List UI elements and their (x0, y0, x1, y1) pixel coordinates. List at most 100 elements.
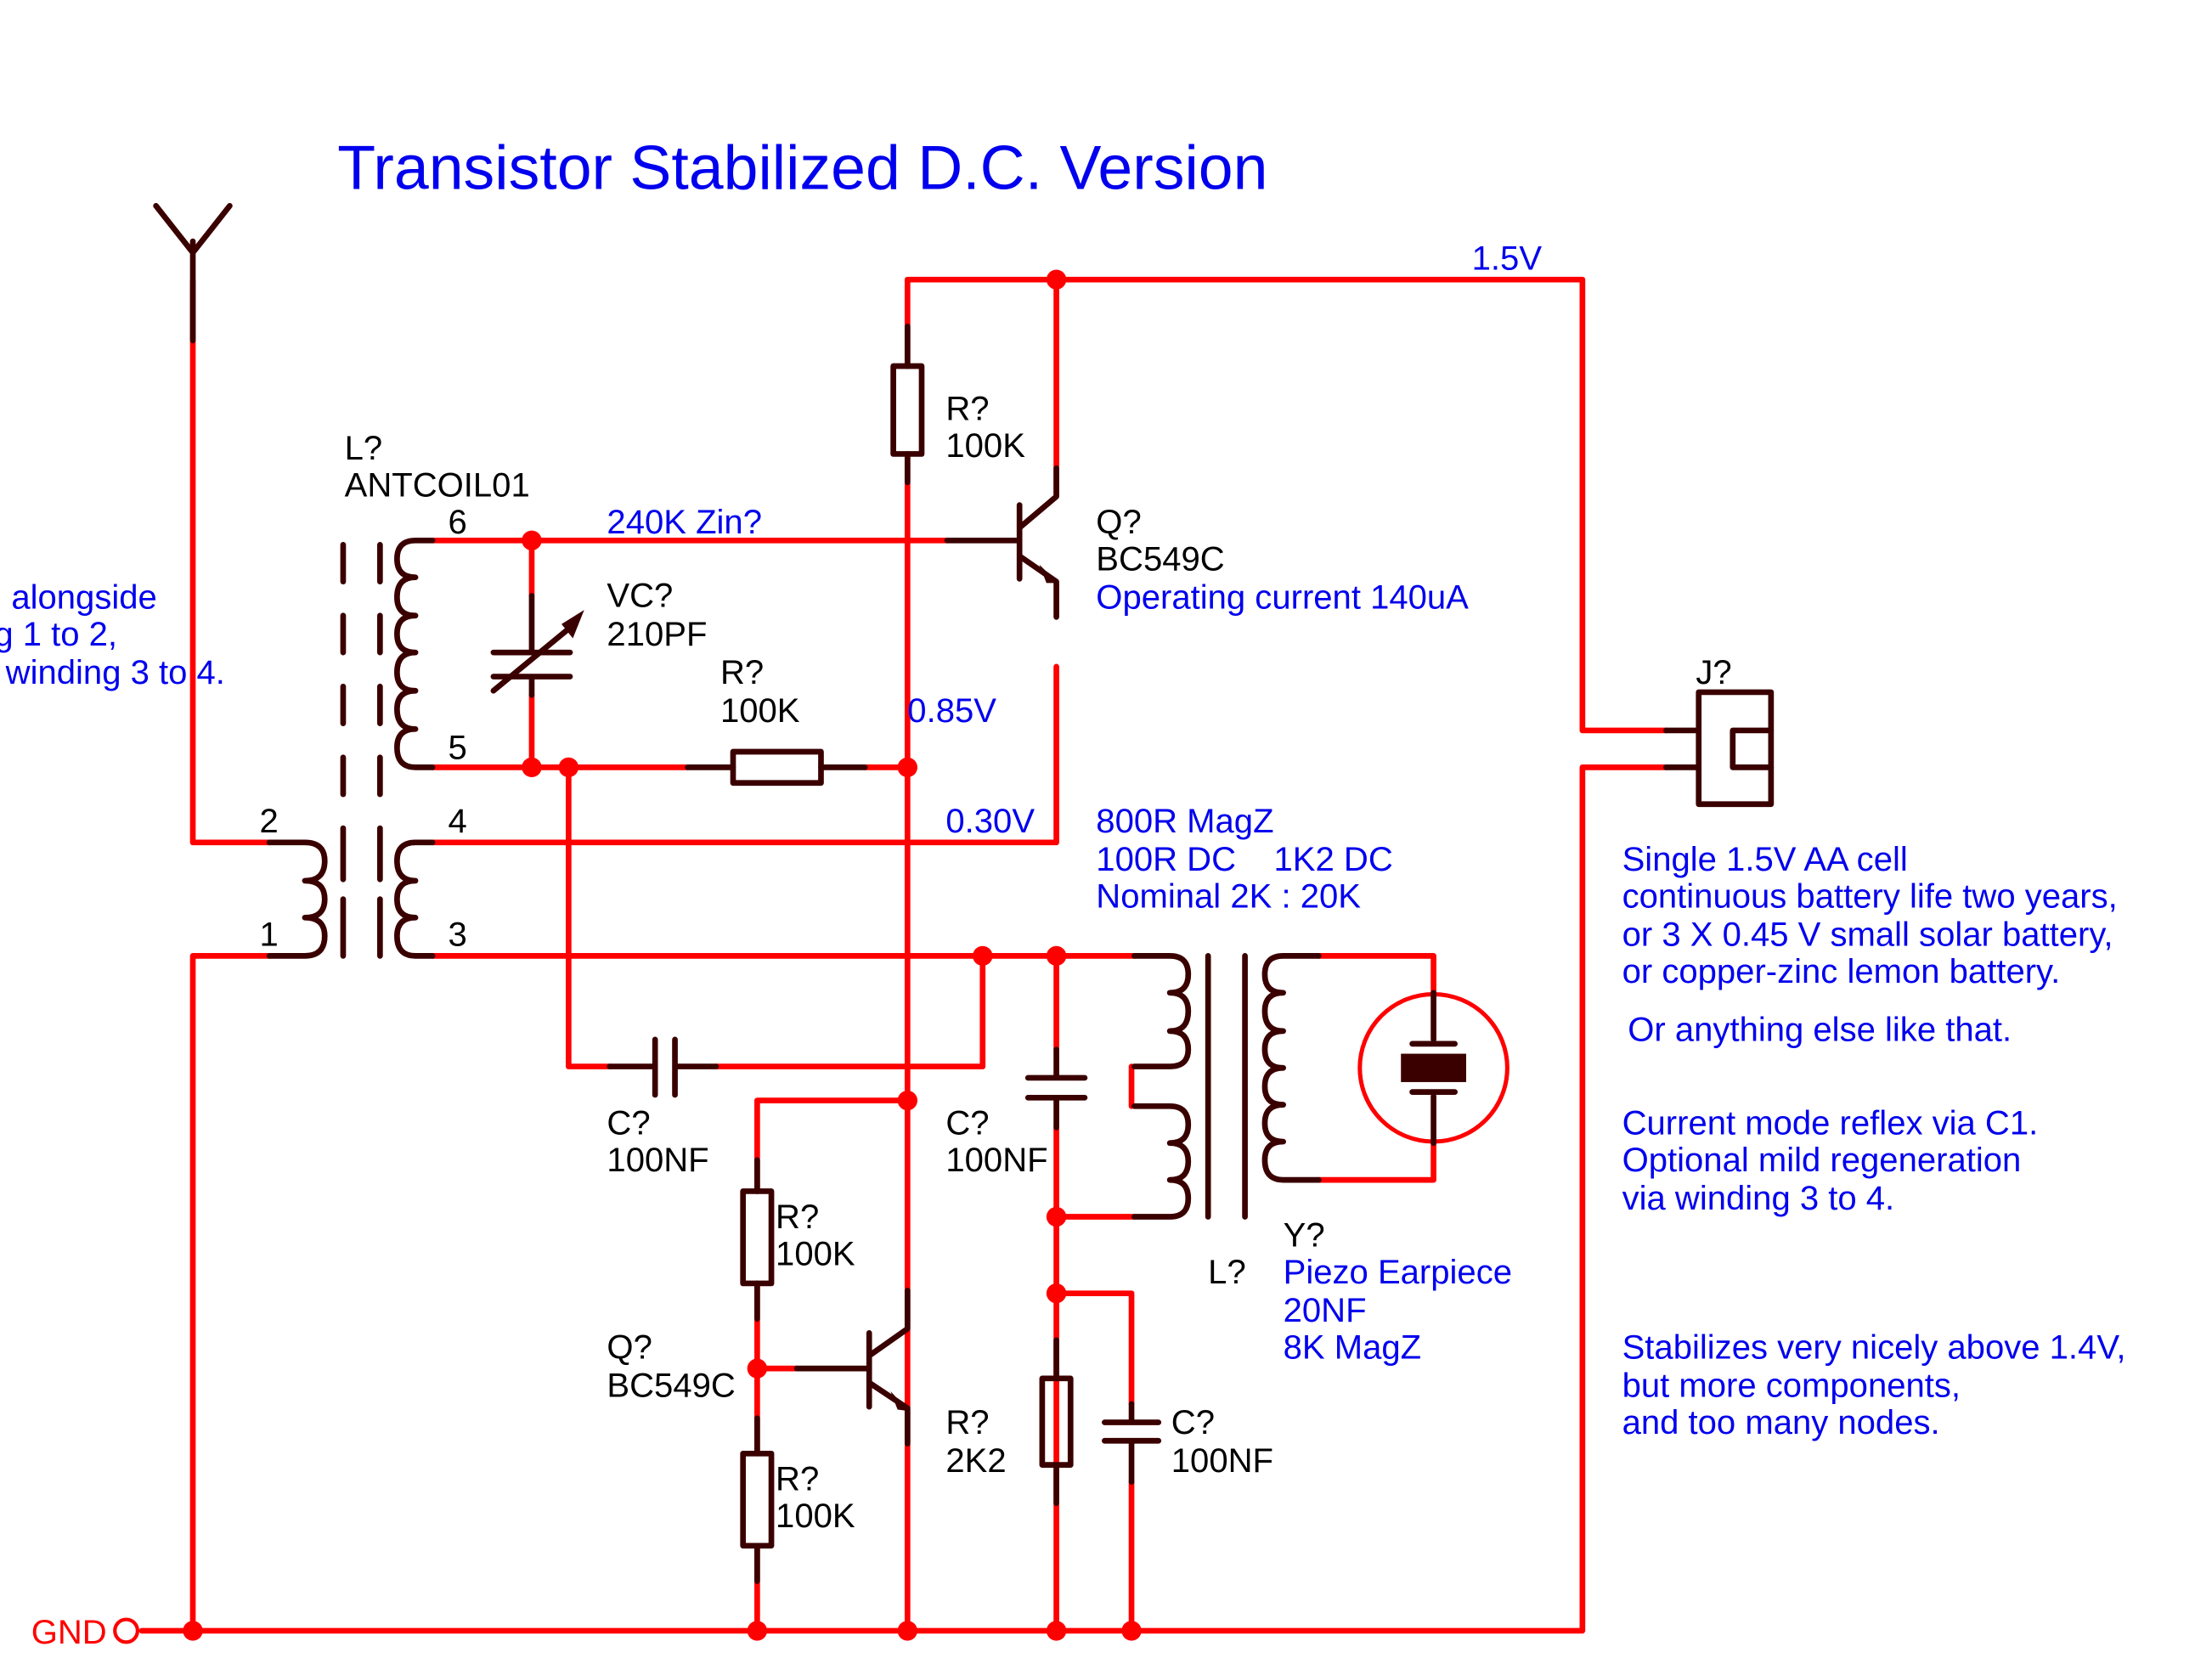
vc-value: 210PF (607, 616, 707, 653)
junction (558, 757, 579, 778)
battery-note: Single 1.5V AA cell continuous battery l… (1622, 841, 2118, 1048)
q-value: BC549C (607, 1368, 735, 1405)
wire-ground-rail (138, 764, 1669, 1634)
c-plates (1024, 1046, 1088, 1131)
left-note: alongside g 1 to 2, winding 3 to 4. (0, 578, 225, 691)
junction (897, 1090, 917, 1111)
pin-label: 4 (448, 803, 466, 840)
r-value: 100K (945, 427, 1025, 465)
wire-antenna-pin2 (189, 278, 273, 846)
vc-ref: VC? (607, 578, 673, 615)
r-ref: R? (945, 1404, 989, 1441)
q-value: BC549C (1096, 540, 1224, 578)
junction (897, 757, 917, 778)
junction (747, 1621, 768, 1641)
note-line: and too many nodes. (1622, 1404, 1940, 1441)
junction (973, 945, 993, 967)
winding-4-3 (394, 839, 436, 959)
jack-ref: J? (1696, 654, 1731, 691)
wire-creflex-right (713, 953, 986, 1069)
crystal-icon (1401, 1053, 1466, 1082)
r-ref: R? (776, 1198, 819, 1236)
crystal-leads (1409, 990, 1458, 1147)
c-value: 100NF (945, 1142, 1047, 1179)
resistor-bias-lower: R? 100K (740, 1415, 855, 1584)
r-body (740, 1188, 775, 1287)
coil-core (340, 541, 383, 959)
coil-value: ANTCOIL01 (345, 467, 530, 505)
transformer-ref: L? (1208, 1254, 1246, 1291)
variable-capacitor: VC? 210PF (490, 578, 707, 698)
piezo-earpiece: Y? Piezo Earpiece 20NF 8K MagZ (1284, 990, 1512, 1366)
junction (747, 1358, 768, 1379)
note-line: winding 3 to 4. (5, 654, 225, 691)
winding-2-1 (266, 839, 328, 959)
q-ref: Q? (607, 1328, 652, 1366)
r-body (740, 1450, 775, 1549)
wire-supply-rail (904, 276, 1669, 734)
q-body (944, 465, 1059, 620)
r-ref: R? (720, 654, 764, 691)
junction (1046, 269, 1067, 290)
junction (522, 530, 542, 550)
jack-contact-icon (1730, 727, 1775, 770)
net-label-085v: 0.85V (907, 692, 996, 730)
r-value: 2K2 (945, 1442, 1006, 1480)
r-value: 100K (776, 1235, 855, 1272)
note-line: 100R DC 1K2 DC (1096, 841, 1392, 878)
net-label-supply: 1.5V (1472, 240, 1543, 277)
note-line: Single 1.5V AA cell (1622, 841, 1908, 878)
jack-leads (1663, 727, 1702, 770)
q-note: Operating current 140uA (1096, 578, 1469, 616)
wire-cemit-top (1053, 1290, 1135, 1407)
r-body (890, 363, 925, 457)
stability-note: Stabilizes very nicely above 1.4V, but m… (1622, 1328, 2126, 1441)
wire-bias-top (754, 1097, 911, 1194)
ground-port: GND (31, 1614, 140, 1651)
note-line: via winding 3 to 4. (1622, 1180, 1895, 1217)
note-line: Optional mild regeneration (1622, 1142, 2022, 1179)
r-value: 100K (720, 692, 800, 730)
note-line: alongside (11, 578, 156, 616)
note-line: Or anything else like that. (1628, 1012, 2012, 1049)
junction (183, 1621, 203, 1641)
junction (897, 1621, 917, 1641)
net-label-030v: 0.30V (945, 803, 1035, 840)
emitter-arrow-icon (1039, 564, 1058, 584)
vc-arrow-shaft (490, 621, 578, 694)
audio-transformer: L? (1131, 953, 1322, 1291)
ground-label: GND (31, 1614, 107, 1651)
antenna-icon (153, 203, 233, 344)
note-line: continuous battery life two years, (1622, 878, 2118, 916)
capacitor-emitter: C? 100NF (1101, 1401, 1273, 1486)
note-line: Stabilizes very nicely above 1.4V, (1622, 1328, 2126, 1366)
c-value: 100NF (607, 1142, 708, 1179)
note-line: Current mode reflex via C1. (1622, 1105, 2039, 1142)
resistor-top: R? 100K (890, 323, 1025, 486)
note-line: Nominal 2K : 20K (1096, 878, 1361, 916)
winding-6-5 (394, 537, 436, 770)
jack-body (1696, 689, 1775, 808)
earpiece-impedance: 8K MagZ (1284, 1328, 1421, 1366)
r-body (730, 748, 824, 787)
r-ref: R? (776, 1461, 819, 1498)
junction (1046, 1206, 1067, 1227)
capacitor-reflex: C? 100NF (607, 1036, 719, 1179)
pin-label: 2 (259, 803, 278, 840)
pin-label: 5 (448, 729, 466, 766)
c-plates (1101, 1401, 1162, 1486)
primary-winding-upper (1131, 953, 1192, 1069)
transistor-top: Q? BC549C Operating current 140uA (944, 465, 1469, 620)
antenna-coil: L? ANTCOIL01 6 5 4 3 2 1 (259, 430, 530, 959)
junction (1121, 1621, 1142, 1641)
wire-ear-top (1316, 953, 1436, 996)
junction (1046, 1621, 1067, 1641)
primary-winding-lower (1131, 1103, 1192, 1220)
note-line: or 3 X 0.45 V small solar battery, (1622, 916, 2113, 954)
resistor-feedback: R? 100K (685, 654, 868, 787)
note-line: 800R MagZ (1096, 803, 1273, 840)
pin-label: 3 (448, 916, 466, 954)
schematic-title: Transistor Stabilized D.C. Version (337, 133, 1267, 202)
wire-ear-bottom (1316, 1140, 1436, 1183)
